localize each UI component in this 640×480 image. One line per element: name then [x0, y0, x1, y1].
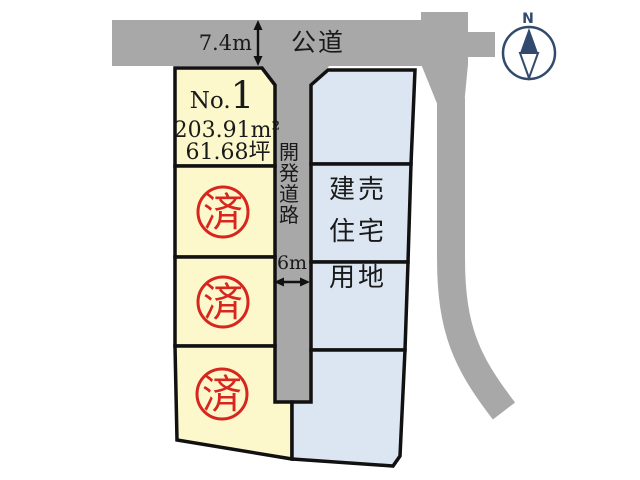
- compass-needle-south: [518, 52, 540, 81]
- lot-number: No.1: [190, 74, 254, 117]
- sale-area-line3: 用地: [329, 263, 387, 293]
- dev-road-char-1: 開: [279, 140, 299, 164]
- compass-north-label: N: [522, 11, 534, 27]
- yellow-lots: [173, 66, 294, 462]
- public-road-width: 7.4m: [199, 31, 252, 55]
- arrowhead-left: [274, 277, 284, 287]
- sale-area-line1: 建売: [329, 175, 387, 205]
- arrowhead-right: [300, 277, 310, 287]
- dev-road-width: 6m: [277, 252, 307, 274]
- development-road-labels: 開 発 道 路 6m: [277, 140, 307, 274]
- sold-stamp-text-2: 済: [203, 280, 243, 326]
- lot-number-value: 1: [231, 74, 255, 117]
- public-road-name: 公道: [291, 28, 345, 57]
- compass: N: [501, 11, 557, 81]
- road-width-arrow-vertical: [253, 20, 263, 66]
- sold-stamp-ring-2: [196, 275, 250, 329]
- lot-1: [173, 66, 277, 168]
- branch-road-junction: [421, 64, 468, 106]
- sold-stamp-text-3: 済: [202, 372, 242, 418]
- road-network: [112, 12, 516, 420]
- lot-area-tsubo: 61.68坪: [186, 140, 271, 165]
- dev-road-char-4: 路: [279, 203, 299, 227]
- public-road-surface: [112, 12, 495, 66]
- sold-stamp-texts: 済 済 済: [202, 190, 243, 418]
- arrowhead-down: [253, 56, 263, 66]
- arrowhead-up: [253, 20, 263, 30]
- dev-road-char-3: 道: [279, 182, 299, 206]
- lot-area-sqm: 203.91m²: [174, 118, 281, 143]
- public-road-labels: 公道 7.4m: [199, 28, 345, 57]
- sold-stamp-text-1: 済: [203, 190, 243, 236]
- compass-needle-north: [520, 28, 538, 53]
- lot-1-labels: No.1 203.91m² 61.68坪: [174, 74, 281, 165]
- dev-road-char-2: 発: [279, 161, 299, 185]
- lot-number-prefix: No.: [190, 88, 231, 114]
- sale-area-label: 建売 住宅 用地: [329, 175, 387, 293]
- sold-stamp-ring-3: [195, 367, 249, 421]
- sale-area-line2: 住宅: [329, 217, 387, 247]
- blue-lots: [290, 68, 417, 468]
- branch-road-curve: [437, 98, 516, 420]
- sold-stamps: [195, 185, 250, 421]
- blue-lot-4: [290, 348, 407, 468]
- sold-stamp-ring-1: [196, 185, 250, 239]
- development-road-surface: [259, 64, 331, 402]
- road-width-arrow-horizontal: [274, 277, 310, 287]
- blue-lot-1: [309, 68, 417, 166]
